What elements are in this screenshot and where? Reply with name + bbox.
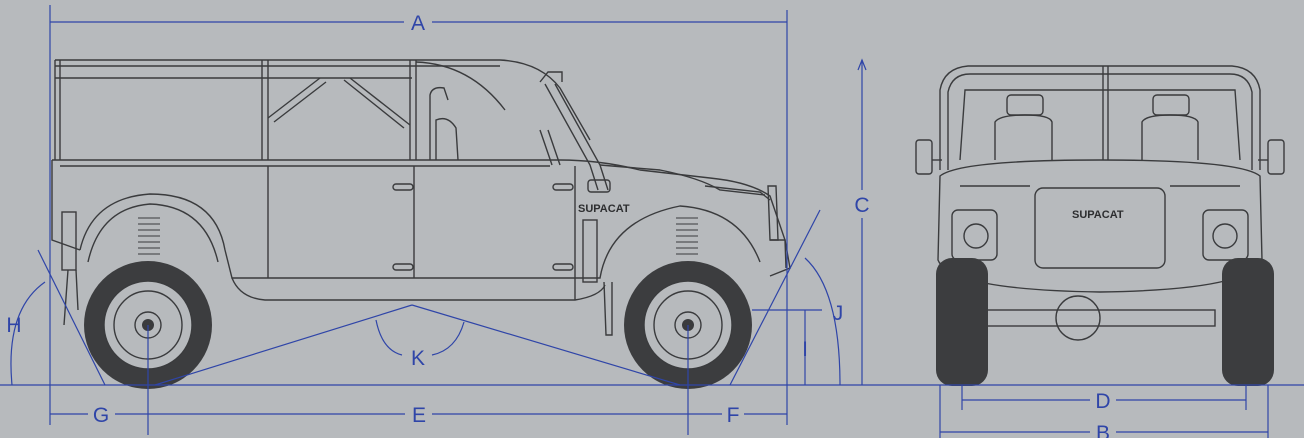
front-axle bbox=[984, 295, 1216, 341]
dim-h-arc bbox=[10, 281, 46, 386]
seat bbox=[429, 86, 459, 161]
label-d: D bbox=[1095, 390, 1110, 413]
label-k: K bbox=[411, 347, 425, 370]
label-i: I bbox=[802, 338, 808, 361]
dim-k-line-right bbox=[411, 304, 681, 386]
label-g: G bbox=[93, 404, 109, 427]
label-e: E bbox=[412, 404, 426, 427]
rear-mudflap bbox=[63, 269, 79, 326]
dim-k-arc-right bbox=[431, 321, 465, 356]
dimension-lines bbox=[0, 5, 1304, 438]
front-bumper bbox=[767, 185, 787, 269]
body-panels bbox=[51, 159, 791, 301]
mirrors bbox=[915, 139, 1285, 175]
front-seats bbox=[994, 94, 1199, 160]
dim-j-angle-line bbox=[729, 209, 821, 386]
snorkel bbox=[539, 71, 611, 193]
front-mudflap bbox=[603, 281, 613, 336]
dim-k-line-left bbox=[154, 304, 413, 386]
roll-cage bbox=[54, 59, 591, 160]
front-roll-cage bbox=[939, 65, 1261, 170]
label-h: H bbox=[6, 314, 21, 337]
dimension-labels: A B C D E F G H I J K bbox=[6, 12, 1110, 438]
front-right-tire bbox=[1222, 258, 1274, 386]
side-view-vehicle: SUPACAT bbox=[51, 59, 791, 389]
label-c: C bbox=[854, 194, 869, 217]
front-view-vehicle: SUPACAT bbox=[915, 65, 1285, 386]
label-a: A bbox=[411, 12, 425, 35]
dim-h-angle-line bbox=[37, 249, 106, 386]
side-brand-logo: SUPACAT bbox=[578, 203, 630, 215]
front-suspension-spring bbox=[676, 217, 698, 255]
label-f: F bbox=[727, 404, 740, 427]
dim-k-arc-left bbox=[375, 319, 403, 356]
rear-suspension-spring bbox=[138, 217, 160, 255]
dim-j-arc bbox=[804, 257, 841, 386]
front-left-tire bbox=[936, 258, 988, 386]
label-j: J bbox=[833, 302, 844, 325]
front-brand-logo: SUPACAT bbox=[1072, 209, 1124, 221]
label-b: B bbox=[1096, 422, 1110, 438]
